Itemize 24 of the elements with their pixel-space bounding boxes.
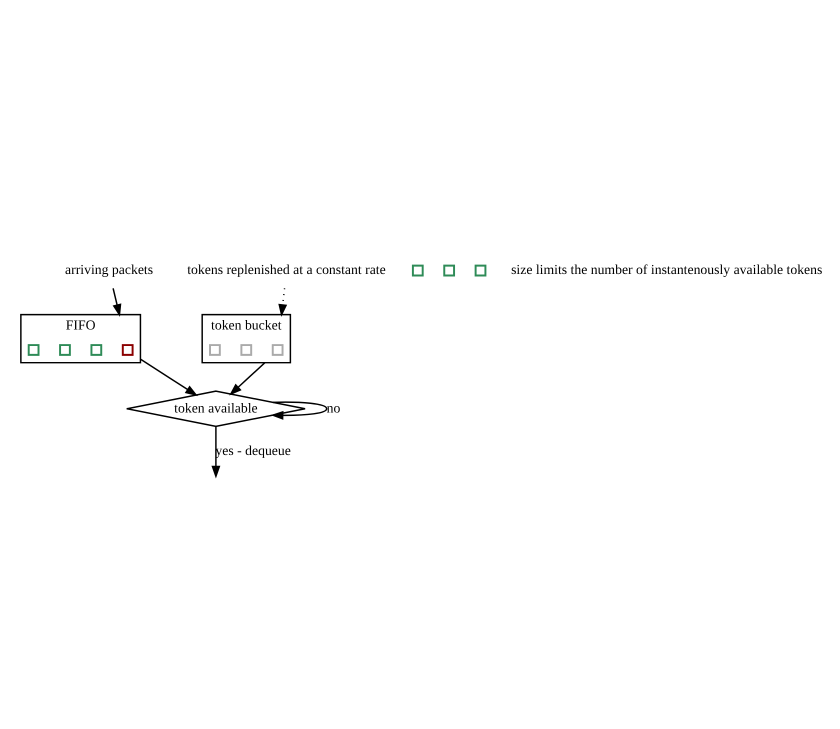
arrow bbox=[229, 362, 266, 396]
node-box bbox=[209, 344, 221, 356]
node-box bbox=[122, 344, 134, 356]
node-box bbox=[28, 344, 40, 356]
cluster: token bucket bbox=[201, 313, 292, 363]
node-box bbox=[240, 344, 252, 356]
node-text: tokens replenished at a constant rate bbox=[187, 262, 386, 277]
arrow bbox=[211, 426, 220, 478]
arrow bbox=[278, 288, 288, 316]
node-box bbox=[272, 344, 284, 356]
node-diamond: token available bbox=[126, 390, 306, 427]
node-box bbox=[59, 344, 71, 356]
edge-label: yes - dequeue bbox=[215, 442, 291, 458]
edge-label: no bbox=[326, 400, 340, 415]
node-text: arriving packets bbox=[65, 262, 154, 277]
arrow bbox=[112, 288, 122, 316]
arrow bbox=[270, 400, 328, 420]
arrow bbox=[140, 358, 198, 396]
label: size limits the number of instantenously available tokens bbox=[511, 262, 822, 277]
node-box bbox=[474, 264, 486, 276]
node-box bbox=[412, 264, 424, 276]
cluster: FIFO bbox=[20, 313, 142, 363]
node-box bbox=[443, 264, 456, 276]
node-box bbox=[90, 344, 102, 356]
